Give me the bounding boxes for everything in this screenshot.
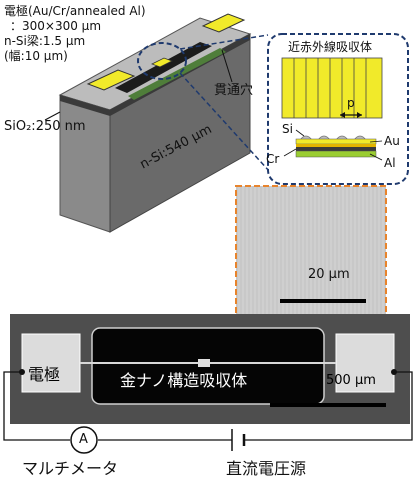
sem-electrode-label: 電極 — [28, 365, 61, 384]
sem-right-electrode — [335, 333, 395, 393]
left-electrode-pad — [86, 69, 136, 91]
left-probe-dot — [19, 369, 25, 375]
sem-left-electrode — [21, 333, 81, 393]
sem-zoom-scale-label: 20 μm — [308, 267, 350, 282]
through-hole-leader — [221, 49, 233, 83]
pitch-arrow — [340, 112, 362, 118]
dc-source-label: 直流電圧源 — [226, 459, 307, 478]
beam-thickness-label: n-Si梁:1.5 μm — [4, 34, 86, 48]
layer-label-al: Al — [384, 156, 396, 170]
inset-title: 近赤外線吸収体 — [288, 40, 373, 54]
electrode-size-label: ：300×300 μm — [10, 19, 102, 33]
sem-absorber-spot — [198, 359, 210, 367]
sem-main-scale-label: 500 μm — [326, 373, 376, 388]
inset-connector-top — [179, 34, 269, 50]
sem-zoom-image — [235, 185, 387, 321]
absorber-label: 金ナノ構造吸収体 — [120, 371, 248, 390]
device-front-face — [59, 94, 111, 233]
layer-cross-section — [295, 135, 377, 158]
layer-label-si: Si — [282, 122, 293, 136]
absorber-grating — [281, 57, 383, 119]
electrode-material-label: 電極(Au/Cr/annealed Al) — [4, 4, 146, 18]
circuit-wires — [3, 371, 413, 441]
through-hole-label: 貫通穴 — [214, 83, 254, 98]
sio2-leader — [44, 111, 61, 121]
device-block — [58, 13, 252, 233]
pitch-label: p — [347, 96, 355, 110]
ammeter-symbol: A — [79, 432, 88, 447]
right-electrode-pad — [201, 13, 246, 33]
inset-connector-bottom — [179, 72, 281, 184]
sio2-layer — [60, 95, 110, 116]
layer-label-au: Au — [384, 134, 400, 148]
beam-trench — [115, 42, 212, 93]
absorber-highlight-ellipse — [137, 42, 187, 80]
multimeter-label: マルチメータ — [22, 459, 119, 478]
ammeter-circle — [70, 426, 98, 454]
layer-label-cr: Cr — [266, 152, 280, 166]
right-probe-dot — [391, 369, 397, 375]
beam-absorber — [151, 57, 173, 68]
beam-width-label: (幅:10 μm) — [4, 49, 68, 63]
sio2-thickness-label: SiO₂:250 nm — [4, 119, 86, 134]
